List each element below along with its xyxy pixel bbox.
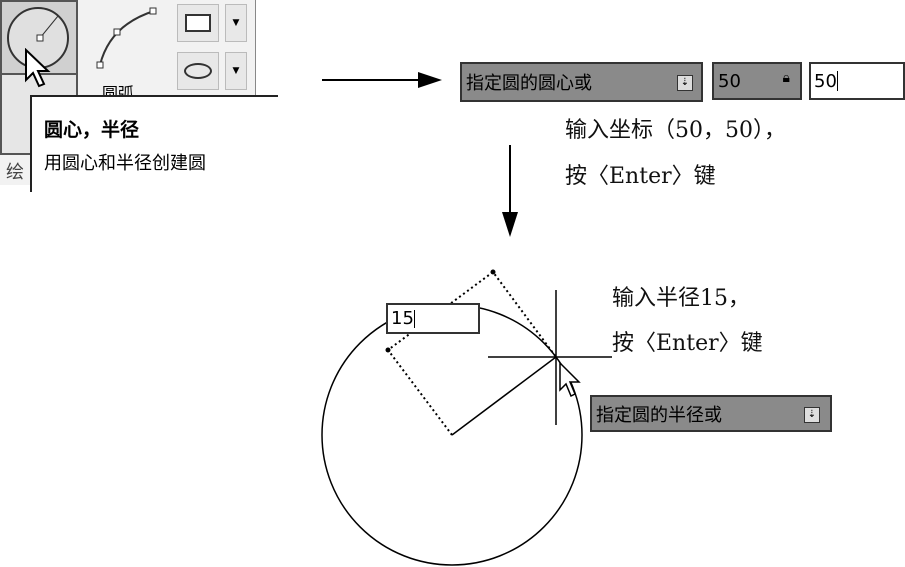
note-radius-line2: 按〈Enter〉键 — [612, 331, 763, 356]
center-prompt: 指定圆的圆心或 ⇣ — [460, 62, 703, 102]
mouse-cursor-icon — [25, 48, 51, 88]
radius-input[interactable]: 15 — [386, 303, 480, 334]
dimension-dotted-line — [386, 270, 557, 436]
panel-label: 绘 — [6, 162, 24, 183]
x-coordinate-field[interactable]: 50 🔒︎ — [712, 62, 802, 100]
rectangle-dropdown[interactable]: ▼ — [225, 4, 247, 42]
radius-value: 15 — [391, 308, 414, 329]
ellipse-button[interactable] — [177, 52, 219, 90]
note-coordinates-line2: 按〈Enter〉键 — [565, 164, 716, 189]
x-coordinate-value: 50 — [718, 70, 741, 92]
right-arrow — [322, 72, 442, 88]
radius-line — [451, 356, 557, 436]
tooltip-description: 用圆心和半径创建圆 — [44, 153, 206, 174]
options-down-icon[interactable]: ⇣ — [804, 407, 820, 423]
center-prompt-label: 指定圆的圆心或 — [466, 73, 592, 94]
circle-icon — [7, 7, 69, 69]
rectangle-button[interactable] — [177, 4, 219, 42]
down-arrow — [502, 145, 518, 237]
ellipse-icon — [184, 63, 212, 79]
y-coordinate-input[interactable]: 50 — [809, 62, 905, 100]
tooltip-title: 圆心，半径 — [44, 119, 140, 141]
radius-prompt-label: 指定圆的半径或 — [596, 404, 722, 426]
lock-icon[interactable]: 🔒︎ — [782, 70, 790, 86]
y-coordinate-value: 50 — [814, 70, 837, 92]
options-down-icon[interactable]: ⇣ — [677, 75, 693, 91]
tooltip: 圆心，半径 用圆心和半径创建圆 — [30, 95, 278, 192]
ellipse-dropdown[interactable]: ▼ — [225, 52, 247, 90]
rectangle-icon — [185, 14, 211, 32]
pointer-icon — [559, 361, 581, 398]
arc-icon — [96, 7, 157, 69]
crosshair-cursor — [488, 290, 612, 425]
radius-prompt: 指定圆的半径或 ⇣ — [590, 395, 832, 432]
note-radius-line1: 输入半径15， — [612, 286, 750, 311]
note-coordinates-line1: 输入坐标（50，50）， — [565, 118, 786, 143]
